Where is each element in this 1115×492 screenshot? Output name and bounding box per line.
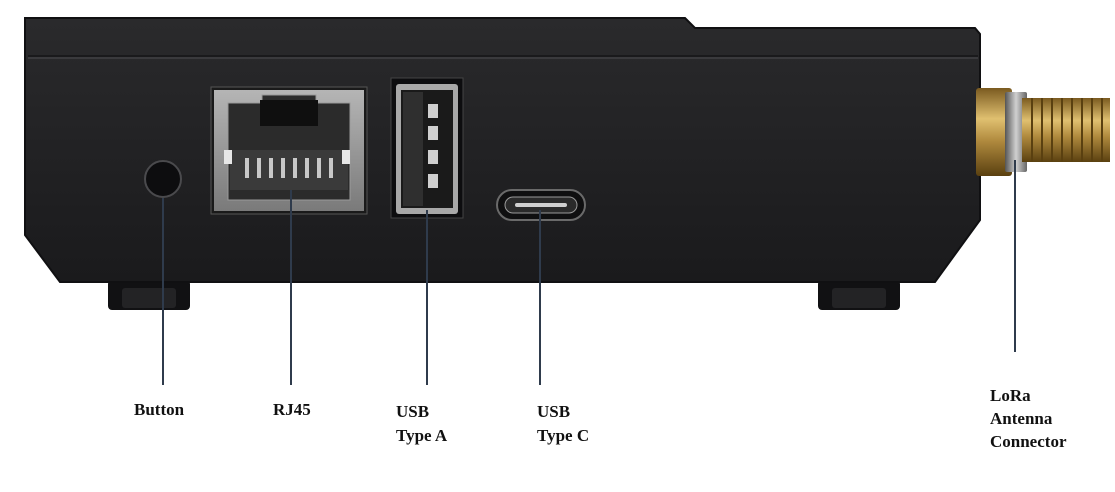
label-button: Button (134, 400, 185, 419)
label-lora-antenna-connector: LoRa Antenna Connector (990, 386, 1067, 451)
rubber-foot-left (108, 280, 190, 310)
ethernet-port-icon (210, 86, 368, 215)
button-icon (144, 160, 182, 198)
label-rj45: RJ45 (273, 400, 311, 419)
rubber-foot-right (818, 280, 900, 310)
sma-antenna-connector-icon (976, 88, 1110, 176)
usb-a-port-icon (390, 77, 464, 219)
usb-c-port-icon (496, 189, 586, 221)
device-body (24, 17, 981, 283)
label-usb-type-a: USB Type A (396, 402, 448, 445)
label-usb-type-c: USB Type C (537, 402, 590, 445)
